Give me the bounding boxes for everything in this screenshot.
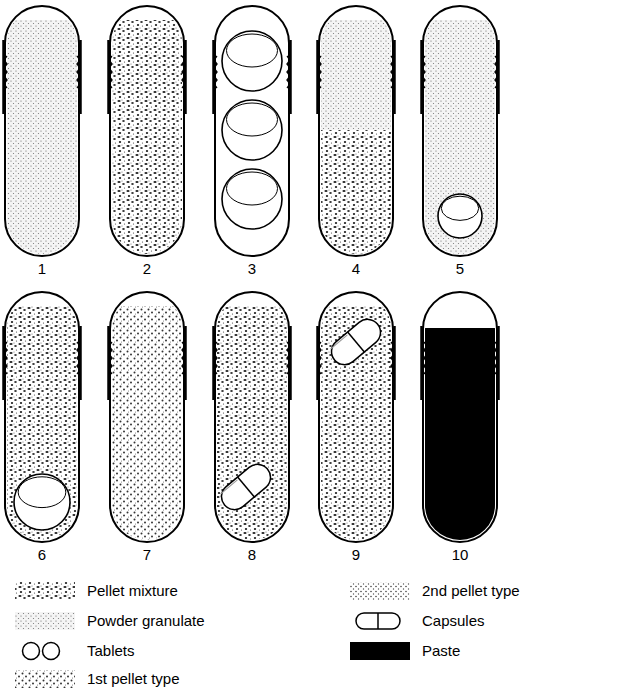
callout-number: 2 <box>143 260 151 278</box>
legend-text: Tablets <box>87 642 135 660</box>
legend-swatch <box>15 670 75 688</box>
legend-swatch <box>356 613 400 629</box>
legend-text: 2nd pellet type <box>422 582 520 600</box>
capsule <box>4 6 81 270</box>
inner-capsule <box>216 459 276 515</box>
tablet <box>438 194 482 238</box>
capsule <box>422 6 499 270</box>
legend-swatch <box>23 643 60 660</box>
legend-swatch <box>350 582 410 600</box>
callout-number: 10 <box>452 546 469 564</box>
callout-number: 1 <box>38 260 46 278</box>
tablet <box>222 169 282 229</box>
legend-swatch <box>350 642 410 660</box>
legend-text: Pellet mixture <box>87 582 178 600</box>
tablet <box>14 474 70 530</box>
callout-number: 8 <box>248 546 256 564</box>
capsule <box>422 292 499 578</box>
legend-text: Paste <box>422 642 460 660</box>
capsule <box>109 6 186 270</box>
tablet <box>222 100 282 160</box>
capsule <box>214 292 291 556</box>
inner-capsule <box>326 314 386 370</box>
callout-number: 9 <box>352 546 360 564</box>
legend-text: Capsules <box>422 612 485 630</box>
legend-text: 1st pellet type <box>87 670 180 688</box>
legend-swatch <box>15 582 75 600</box>
callout-number: 4 <box>352 260 360 278</box>
callout-number: 7 <box>143 546 151 564</box>
callout-number: 6 <box>38 546 46 564</box>
tablet <box>222 31 282 91</box>
capsule <box>318 292 395 556</box>
capsule <box>4 292 81 556</box>
callout-number: 5 <box>456 260 464 278</box>
capsule <box>214 6 291 256</box>
legend-text: Powder granulate <box>87 612 205 630</box>
capsule <box>109 292 186 556</box>
callout-number: 3 <box>248 260 256 278</box>
legend-swatch <box>15 612 75 630</box>
